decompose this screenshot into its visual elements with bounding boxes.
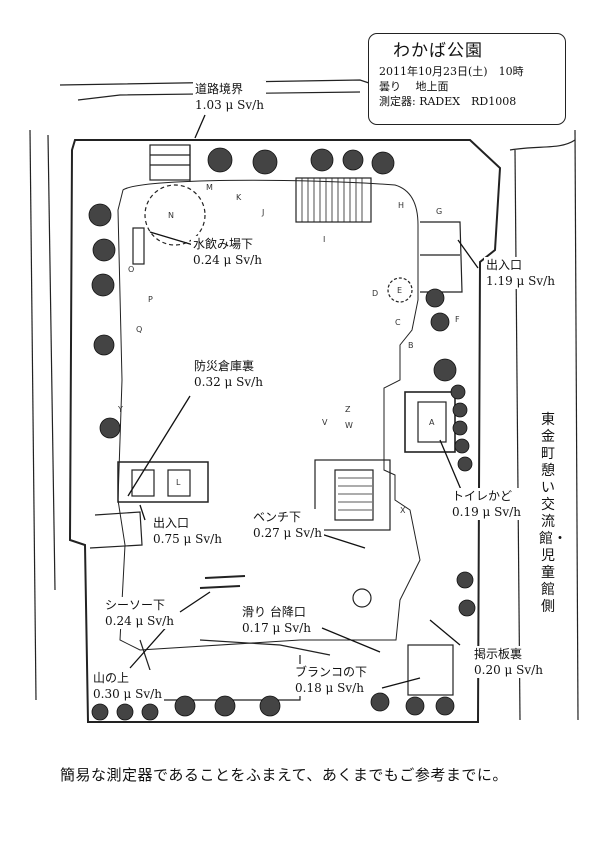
map-glyph-labels: I J K D M N O P Q C B A E F G H L V W X …: [117, 183, 460, 515]
measure-seesaw: シーソー下 0.24 μ Sv/h: [103, 597, 176, 629]
point-name: シーソー下: [105, 598, 166, 612]
point-name: 山の上: [93, 671, 130, 685]
measure-swing: ブランコの下 0.18 μ Sv/h: [293, 664, 370, 696]
side-label: 東金町憩い交流館・児童館側: [539, 412, 567, 616]
point-value: 0.27 μ Sv/h: [253, 526, 322, 540]
point-value: 0.24 μ Sv/h: [193, 253, 262, 267]
measure-fountain: 水飲み場下 0.24 μ Sv/h: [191, 236, 264, 268]
point-name: 出入口: [153, 516, 190, 530]
point-value: 0.17 μ Sv/h: [242, 621, 311, 635]
point-value: 1.19 μ Sv/h: [486, 274, 555, 288]
measure-mound: 山の上 0.30 μ Sv/h: [91, 670, 164, 702]
point-name: ベンチ下: [253, 510, 302, 524]
measure-entrance-east: 出入口 1.19 μ Sv/h: [484, 257, 557, 289]
point-value: 0.32 μ Sv/h: [194, 375, 263, 389]
glyph-K: K: [236, 193, 242, 202]
glyph-G: G: [436, 207, 442, 216]
measure-board: 掲示板裏 0.20 μ Sv/h: [472, 646, 545, 678]
weather-line: 曇り 地上面: [379, 80, 449, 93]
measure-toilet: トイレかど 0.19 μ Sv/h: [450, 488, 523, 520]
glyph-Q: Q: [136, 325, 142, 334]
point-name: 道路境界: [195, 82, 244, 96]
glyph-L: L: [176, 478, 181, 487]
measure-bench: ベンチ下 0.27 μ Sv/h: [251, 509, 324, 541]
device-line: 測定器: RADEX RD1008: [379, 95, 517, 108]
glyph-P: P: [148, 295, 153, 304]
point-name: 掲示板裏: [474, 647, 523, 661]
point-value: 0.18 μ Sv/h: [295, 681, 364, 695]
point-name: 出入口: [486, 258, 523, 272]
glyph-M: M: [206, 183, 213, 192]
point-name: 防災倉庫裏: [194, 359, 255, 373]
glyph-D: D: [372, 289, 378, 298]
glyph-X: X: [400, 506, 406, 515]
glyph-A: A: [429, 418, 435, 427]
point-value: 0.75 μ Sv/h: [153, 532, 222, 546]
glyph-F: F: [455, 315, 460, 324]
measure-storage: 防災倉庫裏 0.32 μ Sv/h: [192, 358, 265, 390]
glyph-N: N: [168, 211, 174, 220]
point-name: 水飲み場下: [193, 237, 254, 251]
glyph-J: J: [261, 208, 264, 217]
measure-entrance-west: 出入口 0.75 μ Sv/h: [151, 515, 224, 547]
point-value: 0.30 μ Sv/h: [93, 687, 162, 701]
glyph-W: W: [345, 421, 353, 430]
glyph-C: C: [395, 318, 401, 327]
measure-slide: 滑り 台降口 0.17 μ Sv/h: [240, 604, 313, 636]
measure-road: 道路境界 1.03 μ Sv/h: [193, 81, 266, 113]
glyph-V: V: [322, 418, 328, 427]
point-name: 滑り 台降口: [242, 605, 306, 619]
point-value: 0.24 μ Sv/h: [105, 614, 174, 628]
park-title: わかば公園: [393, 41, 483, 61]
glyph-E: E: [397, 286, 402, 295]
date-line: 2011年10月23日(土) 10時: [379, 65, 524, 78]
point-value: 0.20 μ Sv/h: [474, 663, 543, 677]
glyph-B: B: [408, 341, 414, 350]
point-value: 0.19 μ Sv/h: [452, 505, 521, 519]
glyph-H: H: [398, 201, 404, 210]
point-name: ブランコの下: [295, 665, 368, 679]
glyph-Z: Z: [345, 405, 351, 414]
point-value: 1.03 μ Sv/h: [195, 98, 264, 112]
glyph-O: O: [128, 265, 134, 274]
glyph-Y: Y: [117, 405, 123, 414]
glyph-I: I: [323, 235, 325, 244]
point-name: トイレかど: [452, 489, 513, 503]
info-box: わかば公園 2011年10月23日(土) 10時 曇り 地上面 測定器: RAD…: [368, 33, 566, 125]
footer-note: 簡易な測定器であることをふまえて、あくまでもご参考までに。: [60, 766, 508, 784]
